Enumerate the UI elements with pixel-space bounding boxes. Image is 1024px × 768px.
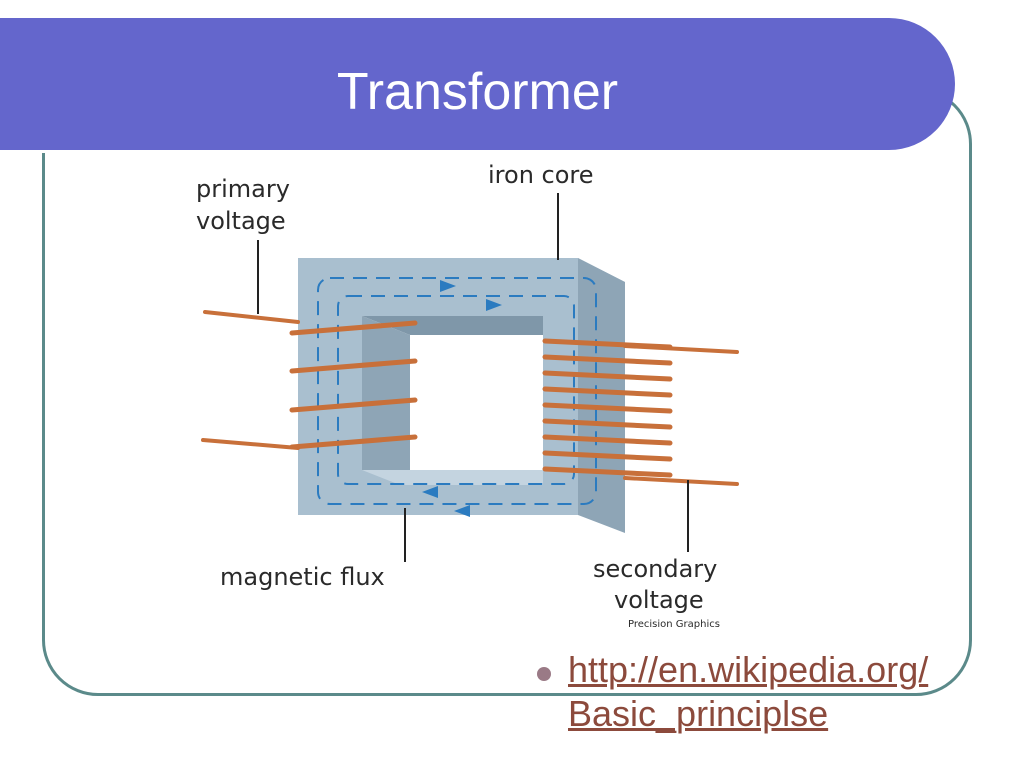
secondary-turn xyxy=(542,466,673,478)
primary-voltage-label-line2: voltage xyxy=(196,207,286,235)
secondary-turn xyxy=(542,450,673,462)
secondary-turn xyxy=(542,402,673,414)
core-front-face xyxy=(298,258,578,515)
flux-arrow-bottom-1 xyxy=(422,486,438,498)
secondary-lead-bottom xyxy=(623,476,739,486)
magnetic-flux-label: magnetic flux xyxy=(220,563,385,591)
primary-turn xyxy=(289,397,418,413)
core-window-inner-top xyxy=(362,316,543,335)
secondary-turn xyxy=(542,386,673,398)
secondary-turn xyxy=(542,370,673,382)
primary-coil xyxy=(289,320,418,450)
primary-voltage-label-line1: primary xyxy=(196,175,290,203)
slide-title: Transformer xyxy=(336,63,619,121)
secondary-lead-top xyxy=(623,344,739,354)
secondary-turn xyxy=(542,354,673,366)
secondary-voltage-label-line1: secondary xyxy=(593,555,717,583)
title-underline xyxy=(0,150,908,153)
primary-turn xyxy=(289,320,418,336)
flux-arrow-bottom-2 xyxy=(454,505,470,517)
secondary-turn xyxy=(542,434,673,446)
iron-core-label: iron core xyxy=(488,161,594,189)
primary-lead-bottom xyxy=(201,438,300,450)
primary-turn xyxy=(289,434,418,450)
core-window-inner-bottom xyxy=(362,470,543,485)
flux-arrow-top-2 xyxy=(486,299,502,311)
primary-turn xyxy=(289,358,418,374)
precision-graphics-credit: Precision Graphics xyxy=(628,619,720,630)
secondary-turn xyxy=(542,418,673,430)
core-window-inner-left xyxy=(362,316,410,470)
wikipedia-link[interactable]: http://en.wikipedia.org/ Basic_principls… xyxy=(568,649,929,734)
flux-arrow-top-1 xyxy=(440,280,456,292)
primary-lead-top xyxy=(203,310,300,324)
core-side-face xyxy=(578,258,625,533)
title-bar: Transformer xyxy=(0,18,955,153)
secondary-voltage-label-line2: voltage xyxy=(614,586,704,614)
bullet-icon xyxy=(537,667,551,681)
